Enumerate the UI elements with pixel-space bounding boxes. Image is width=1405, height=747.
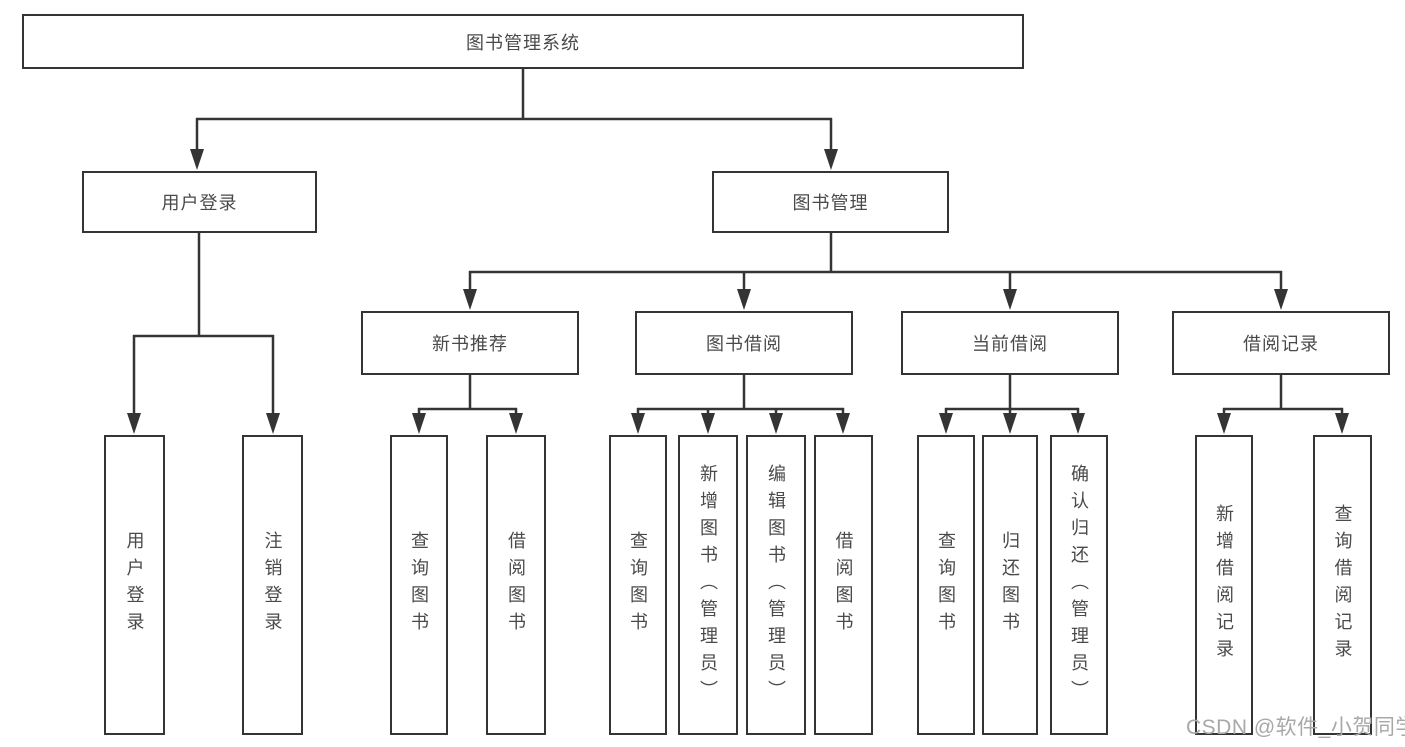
leaf-query-book-3-label: 查询图书 [936, 531, 956, 639]
node-new-book-recommend: 新书推荐 [361, 311, 579, 375]
leaf-return-book-label: 归还图书 [1000, 531, 1020, 639]
leaf-borrow-book-2: 借阅图书 [814, 435, 873, 735]
leaf-query-book-1: 查询图书 [390, 435, 448, 735]
leaf-confirm-return-admin: 确认归还（管理员） [1050, 435, 1108, 735]
leaf-edit-book-admin: 编辑图书（管理员） [746, 435, 806, 735]
node-book-borrow: 图书借阅 [635, 311, 853, 375]
leaf-logout-label: 注销登录 [262, 531, 283, 639]
leaf-query-borrow-record: 查询借阅记录 [1313, 435, 1372, 735]
leaf-borrow-book-1-label: 借阅图书 [506, 531, 526, 639]
leaf-logout: 注销登录 [242, 435, 303, 735]
leaf-add-book-admin: 新增图书（管理员） [678, 435, 738, 735]
leaf-query-book-1-label: 查询图书 [409, 531, 429, 639]
node-borrow-record: 借阅记录 [1172, 311, 1390, 375]
leaf-confirm-return-admin-label: 确认归还（管理员） [1069, 463, 1089, 707]
node-root-system: 图书管理系统 [22, 14, 1024, 69]
leaf-query-book-3: 查询图书 [917, 435, 975, 735]
node-user-login: 用户登录 [82, 171, 317, 233]
leaf-add-book-admin-label: 新增图书（管理员） [698, 463, 718, 707]
leaf-add-borrow-record: 新增借阅记录 [1195, 435, 1253, 735]
leaf-user-login: 用户登录 [104, 435, 165, 735]
leaf-borrow-book-2-label: 借阅图书 [833, 531, 854, 639]
csdn-watermark: CSDN @软件_小贺同学 [1186, 716, 1405, 739]
leaf-edit-book-admin-label: 编辑图书（管理员） [766, 463, 786, 707]
node-book-management: 图书管理 [712, 171, 949, 233]
leaf-query-book-2-label: 查询图书 [628, 531, 648, 639]
node-current-borrow: 当前借阅 [901, 311, 1119, 375]
leaf-query-borrow-record-label: 查询借阅记录 [1332, 504, 1353, 666]
leaf-query-book-2: 查询图书 [609, 435, 667, 735]
leaf-add-borrow-record-label: 新增借阅记录 [1214, 504, 1234, 666]
leaf-borrow-book-1: 借阅图书 [486, 435, 546, 735]
leaf-return-book: 归还图书 [982, 435, 1038, 735]
leaf-user-login-label: 用户登录 [124, 531, 145, 639]
